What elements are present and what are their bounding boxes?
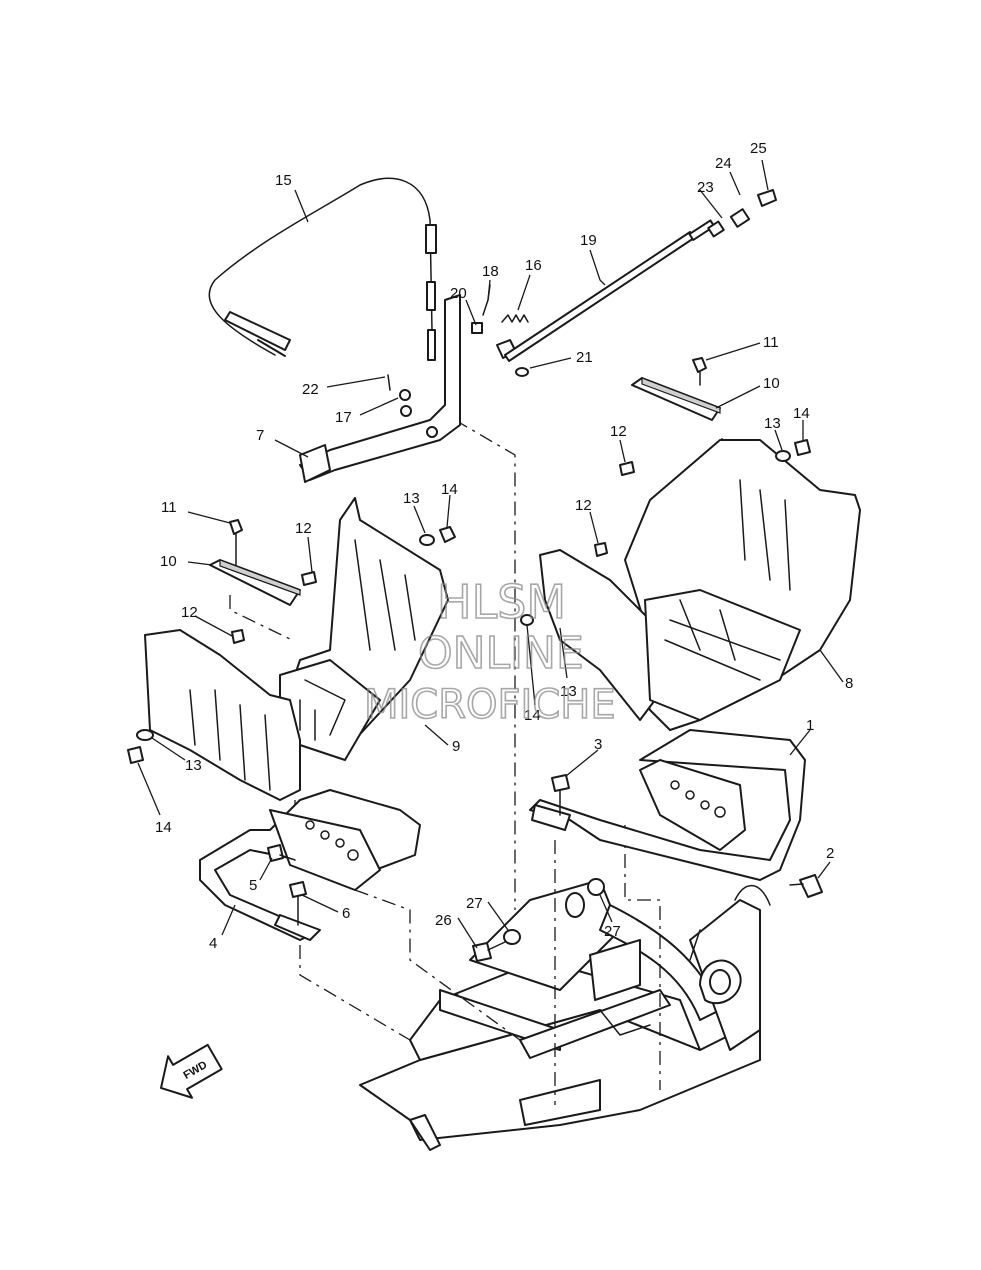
left-mudguard-panel [144, 629, 301, 801]
callout-numbers: 1 2 3 4 5 6 7 8 9 10 10 11 11 12 12 12 1… [155, 140, 853, 952]
small-hardware-top [471, 284, 529, 377]
watermark-line-1: HLSM [437, 575, 566, 629]
callout-4: 4 [209, 935, 217, 952]
callout-13-d: 13 [560, 683, 577, 700]
part-9-left-footrest [279, 497, 449, 761]
part-4-left-footpeg-bar [199, 789, 421, 941]
callout-14-b: 14 [155, 819, 172, 836]
callout-22: 22 [302, 381, 319, 398]
fasteners [127, 357, 823, 962]
callout-12-c: 12 [610, 423, 627, 440]
callout-14-c: 14 [793, 405, 810, 422]
part-10-left-step-plate [209, 559, 301, 606]
callout-14-a: 14 [441, 481, 458, 498]
callout-11-left: 11 [161, 499, 177, 516]
callout-12-b: 12 [181, 604, 198, 621]
callout-7: 7 [256, 427, 264, 444]
pin-22-washer-17 [387, 374, 411, 401]
part-1-right-footpeg-bar [529, 729, 806, 881]
callout-10-right: 10 [763, 375, 780, 392]
callout-9: 9 [452, 738, 460, 755]
callout-26: 26 [435, 912, 452, 929]
callout-24: 24 [715, 155, 732, 172]
callout-13-c: 13 [764, 415, 781, 432]
callout-5: 5 [249, 877, 257, 894]
callout-3: 3 [594, 736, 602, 753]
callout-25: 25 [750, 140, 767, 157]
callout-27-a: 27 [466, 895, 483, 912]
callout-11-right: 11 [763, 334, 779, 351]
callout-15: 15 [275, 172, 292, 189]
callout-27-b: 27 [604, 923, 621, 940]
callout-10-left: 10 [160, 553, 177, 570]
callout-6: 6 [342, 905, 350, 922]
callout-17: 17 [335, 409, 352, 426]
callout-20: 20 [450, 285, 467, 302]
callout-18: 18 [482, 263, 499, 280]
leader-lines [137, 159, 844, 949]
frame-assembly [359, 879, 771, 1151]
callout-2: 2 [826, 845, 834, 862]
callout-8: 8 [845, 675, 853, 692]
callout-19: 19 [580, 232, 597, 249]
callout-12-d: 12 [575, 497, 592, 514]
part-7-brake-pedal [299, 294, 461, 483]
watermark-line-3: MICROFICHE [364, 682, 616, 728]
part-8-right-footrest [539, 439, 861, 731]
part-19-brake-rod [504, 189, 777, 362]
part-15-brake-cable [208, 177, 437, 361]
fwd-arrow-icon: FWD [160, 1043, 223, 1099]
callout-14-d: 14 [524, 707, 541, 724]
callout-16: 16 [525, 257, 542, 274]
watermark-line-2: ONLINE [418, 628, 584, 679]
callout-21: 21 [576, 349, 593, 366]
part-10-right-step-plate [631, 377, 721, 421]
callout-1: 1 [806, 717, 814, 734]
watermark: HLSM ONLINE MICROFICHE [363, 574, 616, 729]
callout-12-a: 12 [295, 520, 312, 537]
callout-23: 23 [697, 179, 714, 196]
callout-13-b: 13 [185, 757, 202, 774]
callout-13-a: 13 [403, 490, 420, 507]
